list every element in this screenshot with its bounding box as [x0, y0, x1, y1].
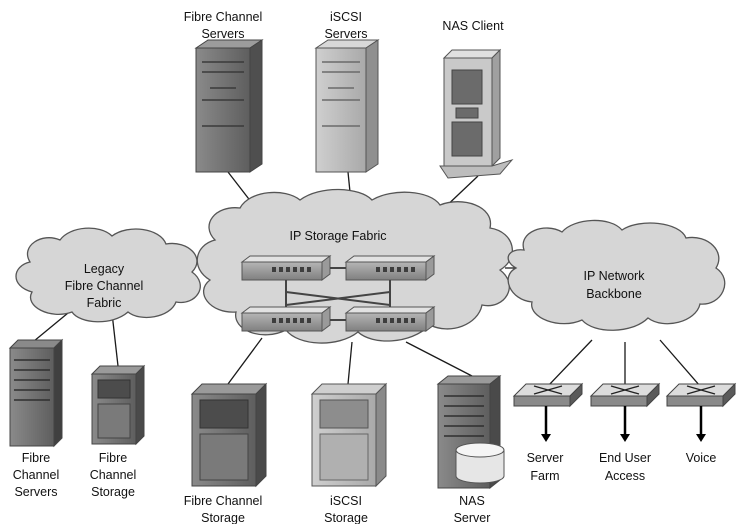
link-backbone-voice [659, 339, 701, 387]
workgroup-switch-server-farm [512, 382, 584, 408]
switch-interconnects [285, 267, 391, 321]
disk-cylinder-icon [455, 442, 505, 484]
arrow-down-icon [541, 406, 551, 442]
fibre-channel-server-tower [194, 39, 264, 173]
label-voice: Voice [686, 451, 717, 465]
link-fabric-fc-storage [227, 337, 263, 385]
arrow-down-icon [696, 406, 706, 442]
fc-server-rack-left [8, 338, 64, 448]
switch-bottom-left [240, 306, 332, 332]
downward-arrows [541, 406, 706, 442]
switch-bottom-right [344, 306, 436, 332]
nas-client-tower [439, 48, 514, 179]
iscsi-server-tower [314, 39, 380, 173]
link-legacy-fc-storage [111, 312, 119, 367]
link-backbone-server-farm [547, 339, 593, 387]
label-ip-storage-fabric: IP Storage Fabric [289, 229, 386, 243]
link-fabric-iscsi-storage [347, 341, 353, 385]
link-fabric-nas-server [405, 341, 473, 377]
label-nas-client: NAS Client [442, 19, 504, 33]
fabric-switches [240, 255, 436, 332]
iscsi-storage [310, 382, 388, 488]
workgroup-switch-voice [665, 382, 737, 408]
connection-lines [27, 171, 701, 387]
arrow-down-icon [620, 406, 630, 442]
switch-top-right [344, 255, 436, 281]
workgroup-switch-end-user [589, 382, 661, 408]
ip-backbone-cloud [507, 219, 726, 331]
switch-top-left [240, 255, 332, 281]
legacy-fabric-cloud [15, 227, 201, 323]
fc-storage-left [90, 364, 146, 446]
fc-storage-center [190, 382, 268, 488]
